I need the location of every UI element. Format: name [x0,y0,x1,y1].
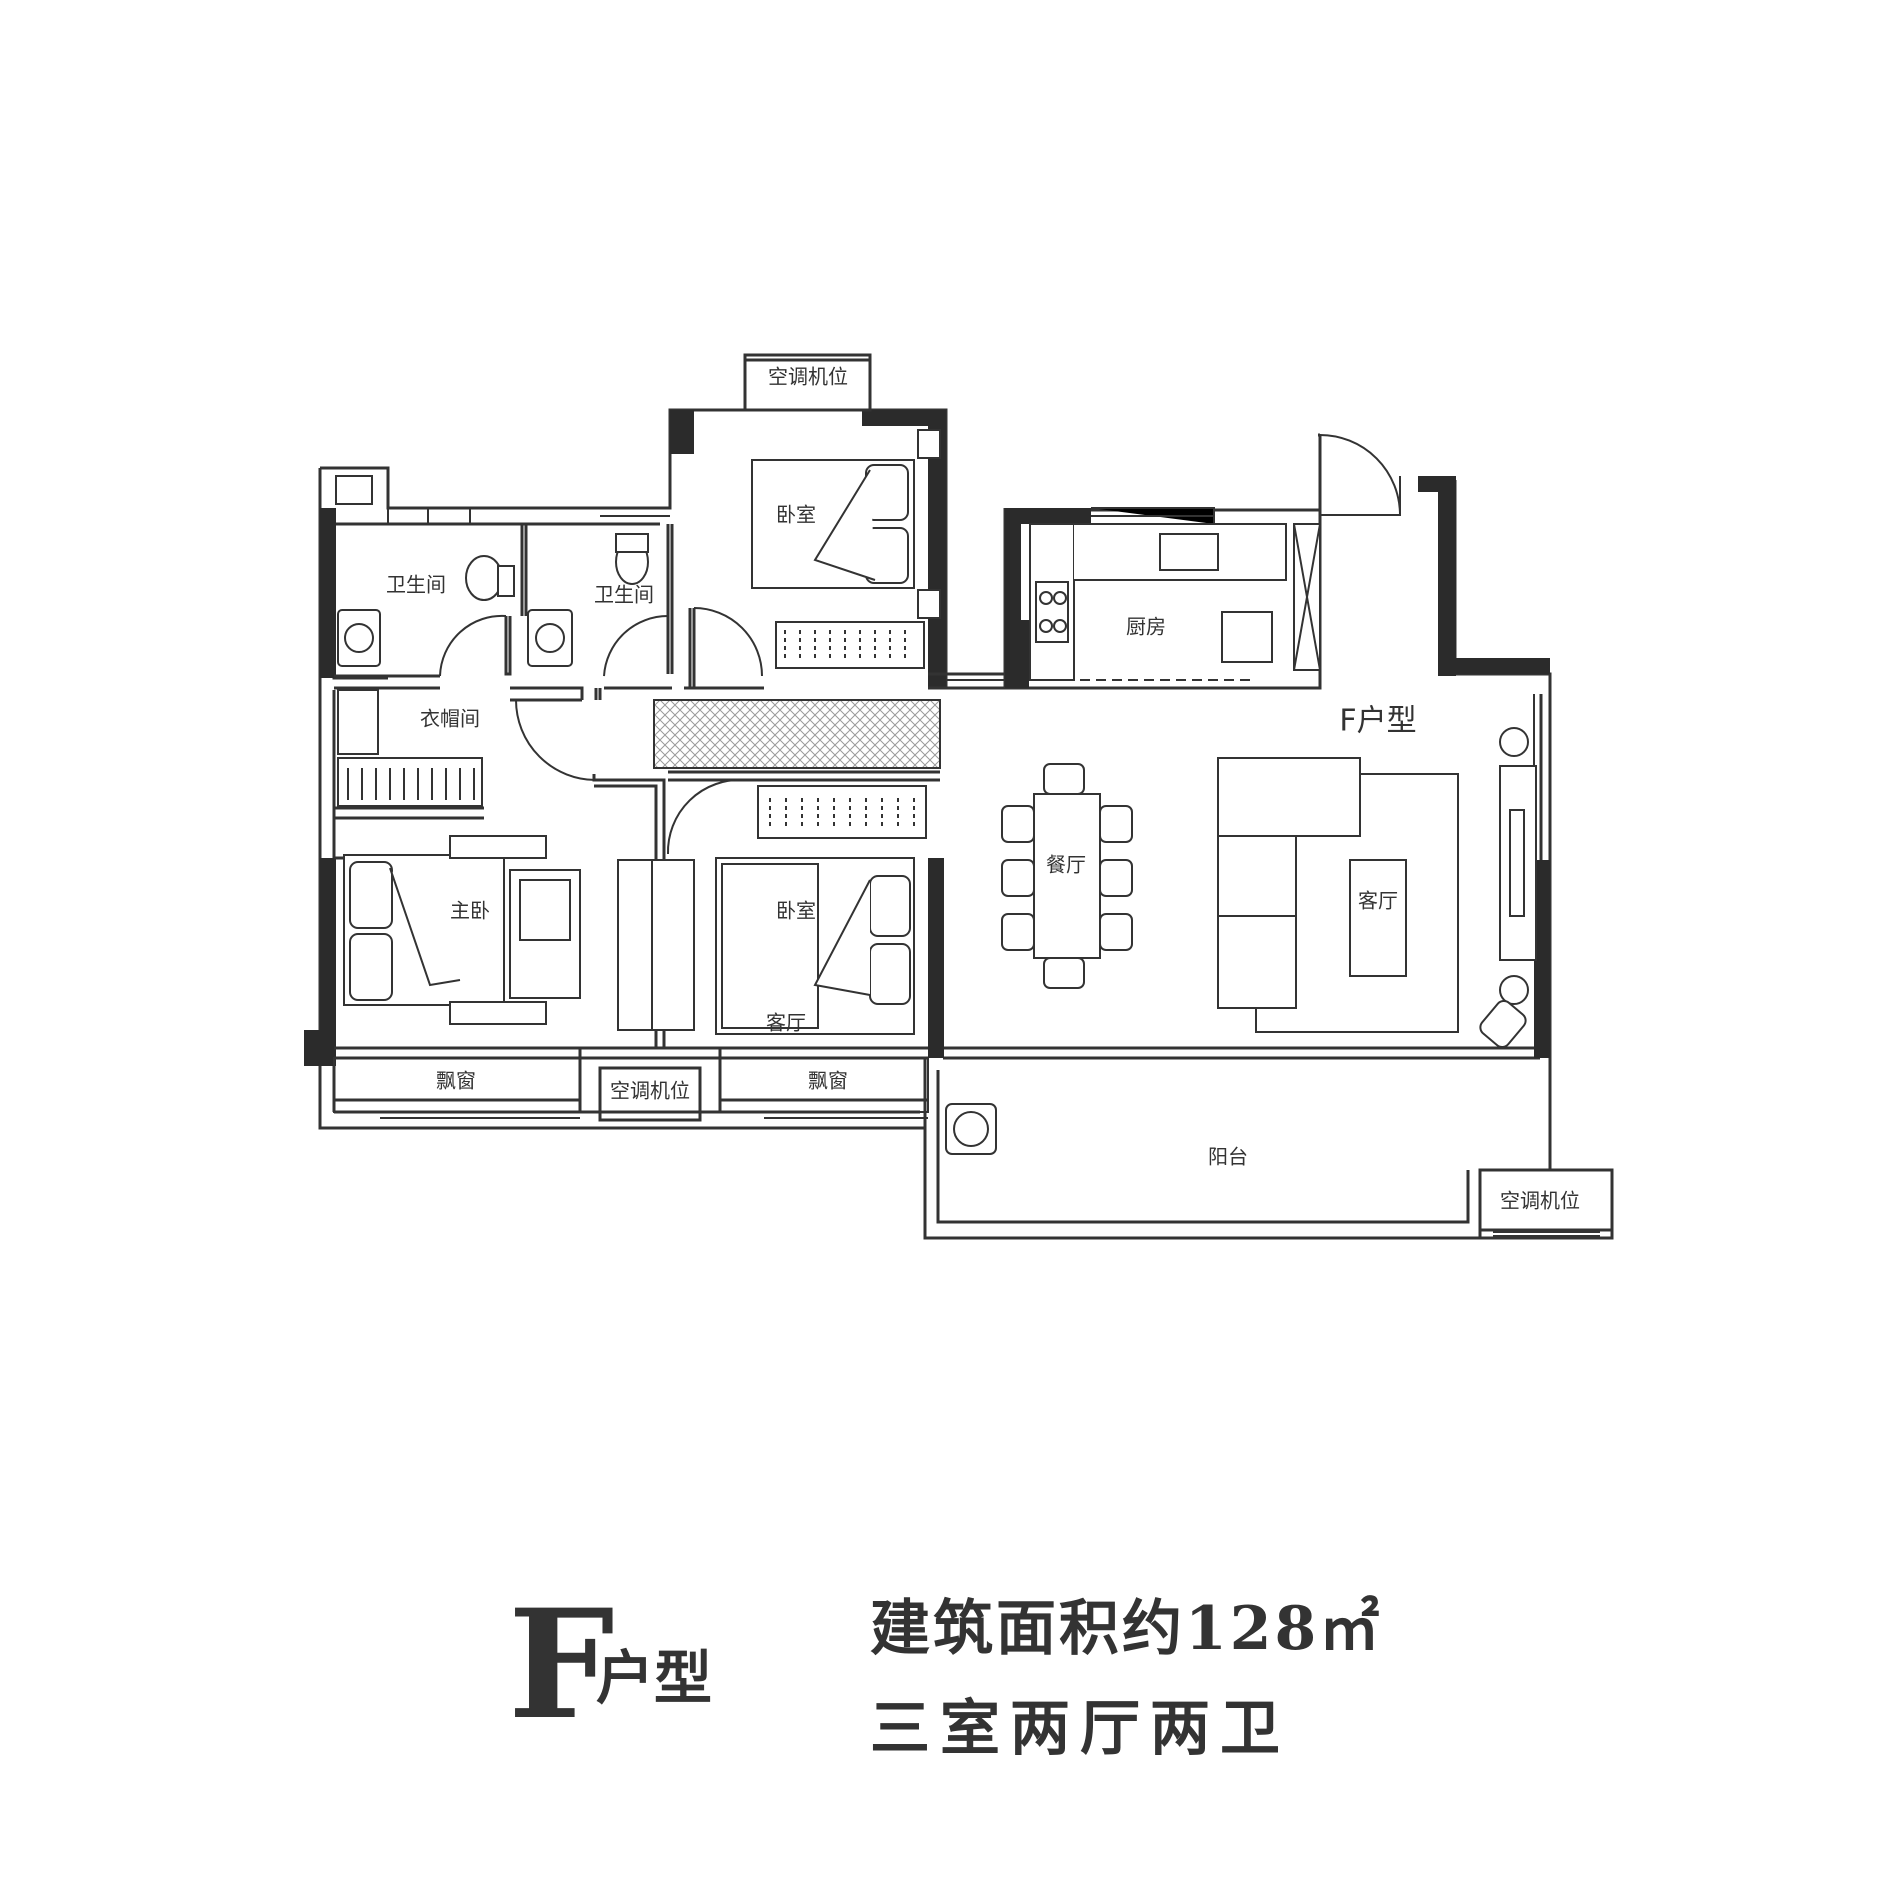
washer [945,1103,997,1155]
label-bedroom-top: 卧室 [776,503,816,527]
label-ac-right: 空调机位 [1500,1189,1580,1213]
living-furniture [1217,727,1537,1048]
label-kitchen: 厨房 [1126,615,1166,639]
unit-title-in-plan: F户型 [1339,704,1416,739]
label-bath1: 卫生间 [386,573,446,597]
wardrobe-top [775,621,925,669]
label-ac-top: 空调机位 [768,365,848,389]
type-word: 户型 [596,1644,713,1712]
bed-master [343,835,581,1025]
hatched-void [653,699,941,769]
label-guest-note: 客厅 [766,1011,806,1035]
label-bath2: 卫生间 [594,583,654,607]
ac-boxes [598,353,1614,1232]
bed-middle-bedroom [617,785,927,1035]
kitchen-fixtures [1029,523,1321,681]
area-text: 建筑面积约128㎡ [870,1594,1383,1664]
floor-plan: 卫生间 卫生间 卧室 厨房 衣帽间 主卧 卧室 客厅 餐厅 客厅 飘窗 飘窗 阳… [304,353,1614,1240]
layout-text: 三室两厅两卫 [870,1694,1290,1764]
bed-top-bedroom [751,429,941,619]
label-ac-mid: 空调机位 [610,1079,690,1103]
bathroom-fixtures [335,475,649,667]
label-bedroom-mid: 卧室 [776,899,816,923]
wardrobe-closet [337,689,483,807]
label-balcony: 阳台 [1208,1145,1248,1169]
bay-windows [333,1057,929,1113]
type-letter: F [508,1577,615,1753]
label-living: 客厅 [1358,889,1398,913]
dining-set [1001,763,1133,989]
label-closet: 衣帽间 [420,707,480,731]
label-bay1: 飘窗 [436,1069,476,1093]
label-master: 主卧 [450,899,490,923]
label-bay2: 飘窗 [808,1069,848,1093]
structural-walls [304,410,1550,1066]
doors [439,434,1402,855]
label-dining: 餐厅 [1046,853,1086,877]
